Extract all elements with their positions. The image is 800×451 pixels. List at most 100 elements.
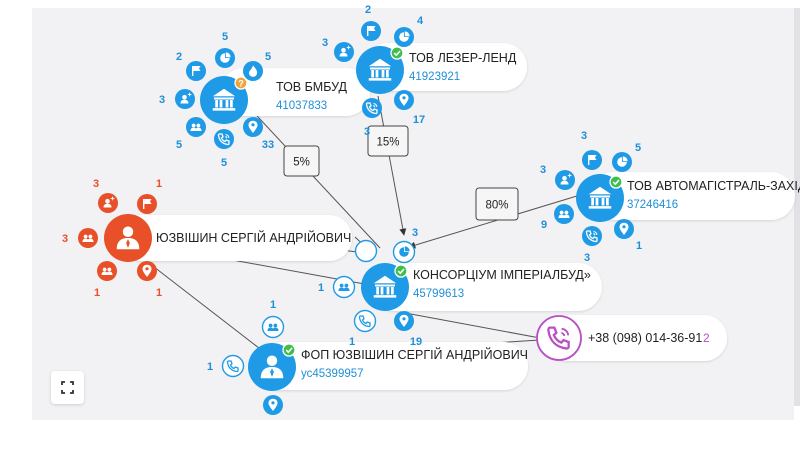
edge-label-15pct: 15% [367,125,409,157]
sat-bmbud-pie-count: 5 [222,31,228,43]
label-pill-bmbud [220,68,370,116]
sat-avto-location-count: 1 [636,240,642,252]
sat-lezer-flag-count: 2 [365,4,371,16]
svg-text:15%: 15% [376,137,399,149]
sat-avto-group-count: 9 [541,219,547,231]
node-konsortsium[interactable]: КОНСОРЦІУМ ІМПЕРІАЛБУД» 45799613 [361,263,591,311]
sat-avto-flag-count: 3 [581,130,587,142]
node-fop-name: ФОП ЮЗВІШИН СЕРГІЙ АНДРІЙОВИЧ [301,347,528,362]
sat-yuzvishyn-group-2-count: 1 [94,287,100,299]
sat-yuzvishyn-flag-count: 1 [156,178,162,190]
sat-lezer-phone[interactable] [362,98,382,118]
label-pill-fop [256,342,528,390]
sat-bmbud-fire[interactable] [243,61,263,81]
label-pill-lezer [365,43,527,91]
verified-badge-icon [282,343,296,357]
sat-bmbud-pie[interactable] [215,48,235,68]
sat-fop-group-count: 1 [270,299,276,311]
sat-yuzvishyn-flag[interactable] [137,194,157,214]
sat-avto-group[interactable] [554,204,574,224]
label-pill-phone [545,315,727,361]
sat-bmbud-person-add[interactable] [175,89,195,109]
sat-bmbud-group-count: 5 [176,139,182,151]
sat-bmbud-group[interactable] [186,117,206,137]
sat-konsortsium-location[interactable] [394,311,414,331]
node-yuzvishyn[interactable]: ЮЗВІШИН СЕРГІЙ АНДРІЙОВИЧ [104,214,351,262]
svg-text:80%: 80% [485,200,508,212]
sat-lezer-phone-count: 3 [364,126,370,138]
sat-lezer-person-add[interactable] [334,42,354,62]
node-phone-count: 2 [703,331,710,345]
sat-bmbud-fire-count: 5 [265,51,271,63]
sat-fop-group[interactable] [261,315,285,339]
node-fop-code: ус45399957 [301,368,364,380]
sat-avto-person-add-count: 3 [540,164,546,176]
sat-yuzvishyn-group-2[interactable] [97,261,117,281]
sat-lezer-flag[interactable] [361,21,381,41]
node-lezer-name: ТОВ ЛЕЗЕР-ЛЕНД [409,51,517,65]
sat-avto-flag[interactable] [582,150,602,170]
node-avto-name: ТОВ АВТОМАГІСТРАЛЬ-ЗАХІД [627,179,800,193]
node-bmbud-name: ТОВ БМБУД [276,80,348,94]
sat-lezer-person-add-count: 3 [322,37,328,49]
node-konsortsium-code: 45799613 [413,288,464,300]
svg-text:?: ? [238,79,244,89]
node-lezer[interactable]: ТОВ ЛЕЗЕР-ЛЕНД 41923921 [356,46,517,94]
edge-yuzvishyn-fop [144,259,269,356]
expand-button[interactable] [51,371,84,404]
edge-lezer-konsortsium [377,95,407,236]
sat-konsortsium-group-count: 1 [318,282,324,294]
node-lezer-code: 41923921 [409,71,460,83]
sat-konsortsium-phone[interactable] [353,309,377,333]
sat-bmbud-flag[interactable] [186,61,206,81]
node-avto-code: 37246416 [627,199,678,211]
sat-avto-phone[interactable] [582,226,602,246]
verified-badge-icon [394,264,408,278]
sat-yuzvishyn-location[interactable] [137,261,157,281]
sat-konsortsium-group[interactable] [332,275,356,299]
expand-icon [61,381,74,394]
verified-badge-icon [390,46,404,60]
sat-lezer-location[interactable] [394,90,414,110]
edge-label-5pct: 5% [283,145,320,177]
sat-fop-location[interactable] [263,395,283,415]
sat-bmbud-person-add-count: 3 [159,94,165,106]
node-konsortsium-name: КОНСОРЦІУМ ІМПЕРІАЛБУД» [413,268,591,282]
sat-yuzvishyn-group[interactable] [78,228,98,248]
sat-bmbud-location[interactable] [243,117,263,137]
node-bmbud[interactable]: ? ТОВ БМБУД 41037833 [200,76,348,124]
sat-lezer-pie[interactable] [394,27,414,47]
sat-avto-pie[interactable] [612,152,632,172]
sat-lezer-pie-count: 4 [417,15,424,27]
sat-fop-phone[interactable] [221,354,245,378]
sat-lezer-location-count: 17 [413,114,425,126]
node-avto[interactable]: ТОВ АВТОМАГІСТРАЛЬ-ЗАХІД 37246416 [576,174,800,222]
sat-avto-phone-count: 3 [584,252,590,264]
scrollbar[interactable] [794,8,800,406]
sat-konsortsium-pie[interactable] [392,240,416,264]
node-fop[interactable]: ФОП ЮЗВІШИН СЕРГІЙ АНДРІЙОВИЧ ус45399957 [248,343,528,391]
sat-konsortsium-pie-count: 3 [412,227,418,239]
sat-konsortsium-person-add[interactable] [354,239,378,263]
label-pill-yuzvishyn [120,215,352,261]
sat-bmbud-flag-count: 2 [176,51,182,63]
edge-konsortsium-phone [399,311,541,339]
sat-avto-pie-count: 5 [635,142,641,154]
node-phone[interactable]: +38 (098) 014-36-91 2 [536,315,710,361]
node-phone-number: +38 (098) 014-36-91 [588,331,702,345]
sat-yuzvishyn-person-add[interactable] [98,193,118,213]
svg-text:5%: 5% [293,157,310,169]
node-bmbud-code: 41037833 [276,100,327,112]
sat-yuzvishyn-location-count: 1 [156,287,162,299]
sat-avto-location[interactable] [614,219,634,239]
sat-konsortsium-location-count: 19 [410,336,422,348]
node-yuzvishyn-name: ЮЗВІШИН СЕРГІЙ АНДРІЙОВИЧ [156,230,351,245]
sat-bmbud-phone[interactable] [214,129,234,149]
sat-avto-person-add[interactable] [555,170,575,190]
sat-konsortsium-phone-count: 1 [349,336,355,348]
sat-yuzvishyn-person-add-count: 3 [93,178,99,190]
sat-fop-phone-count: 1 [207,361,213,373]
edge-label-80pct: 80% [475,187,519,221]
